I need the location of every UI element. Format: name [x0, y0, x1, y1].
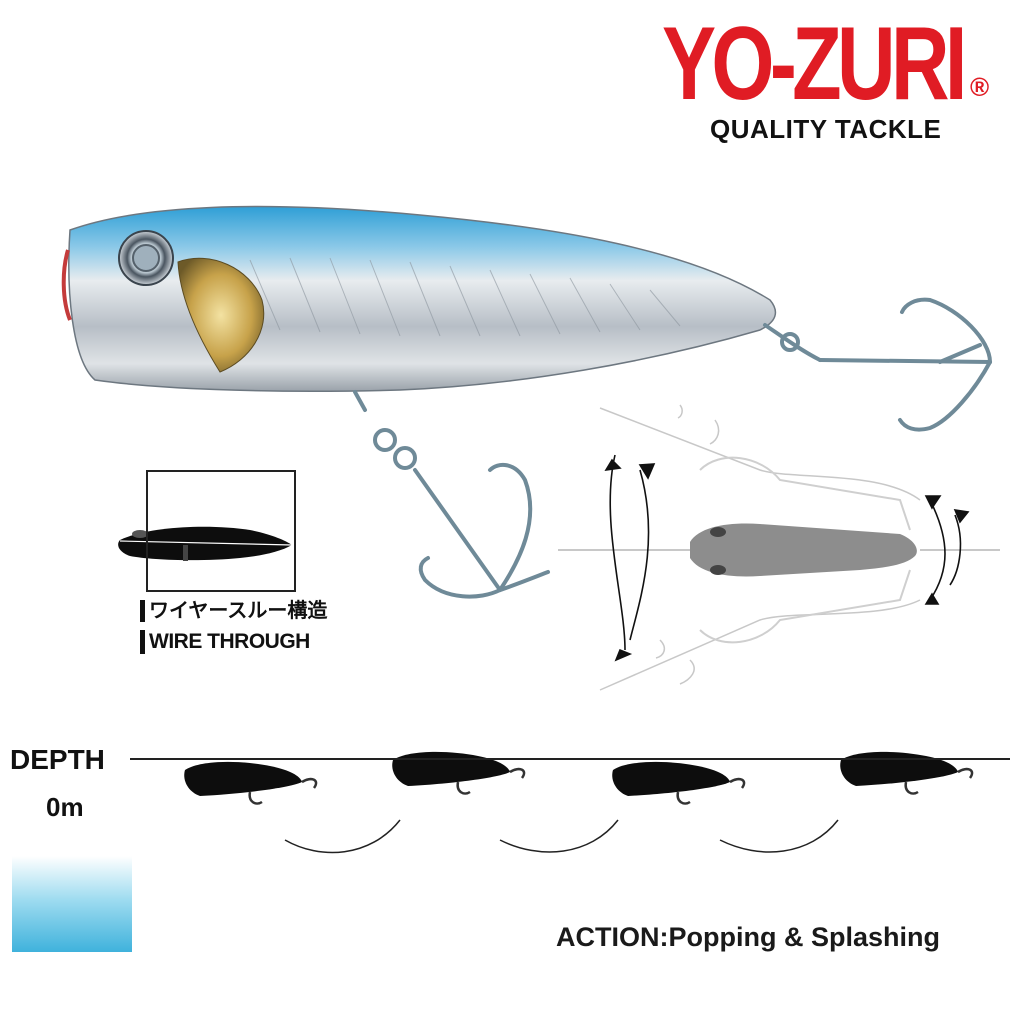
dive-arc — [284, 819, 401, 854]
logo-wordmark: YO-ZURI — [662, 6, 967, 122]
brand-tagline: QUALITY TACKLE — [710, 114, 942, 144]
lure-silhouette-icon — [612, 761, 746, 805]
wire-through-label-jp: ワイヤースルー構造 — [140, 600, 327, 622]
lure-silhouette-icon — [184, 761, 318, 805]
surface-line — [130, 758, 1010, 760]
wire-through-frame — [146, 470, 296, 592]
wire-through-label-en: WIRE THROUGH — [140, 630, 310, 654]
action-arrow-icon — [924, 495, 970, 605]
lure-silhouette-icon — [118, 526, 293, 561]
popper-lure-image — [61, 205, 777, 393]
action-caption: ACTION:Popping & Splashing — [556, 922, 940, 952]
depth-surface-value: 0m — [46, 792, 84, 822]
registered-mark: ® — [970, 72, 990, 102]
dive-arc — [719, 819, 839, 853]
action-arrow-icon — [604, 454, 656, 662]
action-row — [184, 751, 974, 854]
brand-logo: YO-ZURI ® QUALITY TACKLE — [640, 10, 1010, 150]
lure-silhouette-icon — [392, 751, 526, 795]
depth-label: DEPTH — [10, 744, 105, 775]
water-gradient — [12, 856, 132, 952]
treble-hook-icon — [353, 390, 550, 599]
action-diagram — [558, 404, 1000, 691]
dive-arc — [499, 819, 619, 853]
lure-silhouette-icon — [840, 751, 974, 795]
treble-hook-icon — [763, 297, 992, 432]
